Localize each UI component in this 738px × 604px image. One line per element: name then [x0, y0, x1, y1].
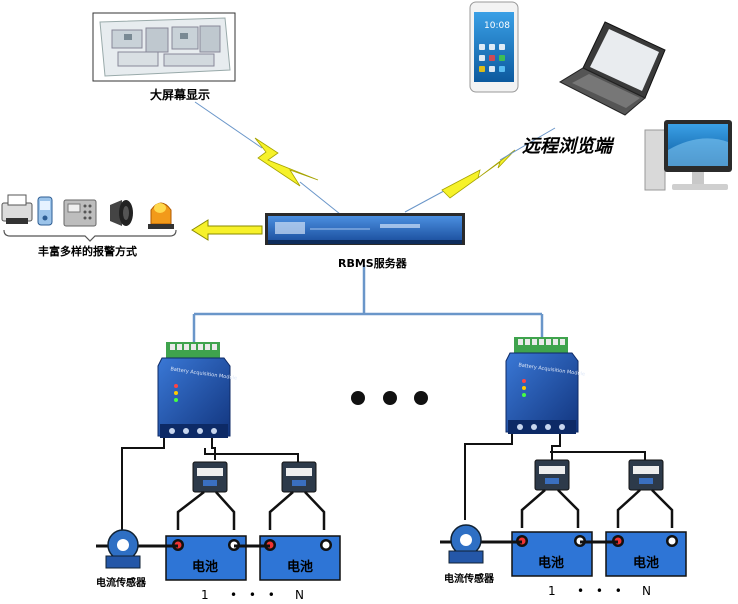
remote-browser-label: 远程浏览端 — [522, 136, 612, 157]
current-sensor-right-label: 电流传感器 — [444, 574, 494, 585]
alarm-devices — [1, 194, 177, 242]
sensor-wires-left — [176, 491, 326, 530]
current-sensor-left-icon — [105, 529, 141, 569]
wireless-link-right-icon — [404, 127, 556, 213]
printer-icon — [1, 194, 33, 224]
battery-right-1-label: 电池 — [538, 556, 565, 571]
cell-sensor-right-2 — [628, 459, 664, 491]
desktop-computer-icon — [644, 120, 732, 191]
acquisition-module-left — [157, 342, 231, 438]
mobile-phone-icon — [37, 196, 53, 226]
current-sensor-right-icon — [448, 524, 484, 564]
battery-right-2 — [605, 531, 687, 577]
cell-sensor-left-2 — [281, 461, 317, 493]
index-left-first: 1 — [201, 588, 209, 602]
battery-left-1-label: 电池 — [192, 560, 219, 575]
big-screen-label: 大屏幕显示 — [150, 88, 211, 102]
alarm-arrow-icon — [191, 219, 263, 241]
wires-right — [464, 434, 646, 520]
alarm-methods-label: 丰富多样的报警方式 — [38, 245, 137, 258]
index-right-last: N — [642, 584, 651, 598]
laptop-icon — [558, 21, 666, 116]
more-groups-ellipsis — [351, 391, 428, 405]
wires-left — [121, 438, 299, 530]
server-device — [265, 213, 465, 245]
wireless-link-left-icon — [194, 101, 341, 215]
sensor-wires-right — [520, 489, 674, 528]
svg-text:10:08: 10:08 — [484, 21, 510, 31]
network-lines — [192, 265, 544, 345]
battery-right-2-label: 电池 — [633, 556, 660, 571]
server-label: RBMS服务器 — [338, 257, 407, 270]
alarm-light-icon — [148, 202, 174, 229]
big-screen-display — [92, 12, 236, 82]
telephone-icon — [63, 199, 97, 227]
battery-left-2 — [259, 535, 341, 581]
index-left-dots: • • • — [230, 588, 279, 602]
current-sensor-left-label: 电流传感器 — [96, 578, 146, 589]
index-right-first: 1 — [548, 584, 556, 598]
speaker-icon — [110, 200, 133, 226]
battery-left-2-label: 电池 — [287, 560, 314, 575]
index-left-last: N — [295, 588, 304, 602]
cell-sensor-right-1 — [534, 459, 570, 491]
smartphone-icon: 10:08 — [469, 1, 519, 93]
index-right-dots: • • • — [577, 584, 626, 598]
cell-sensor-left-1 — [192, 461, 228, 493]
acquisition-module-right — [505, 337, 579, 434]
